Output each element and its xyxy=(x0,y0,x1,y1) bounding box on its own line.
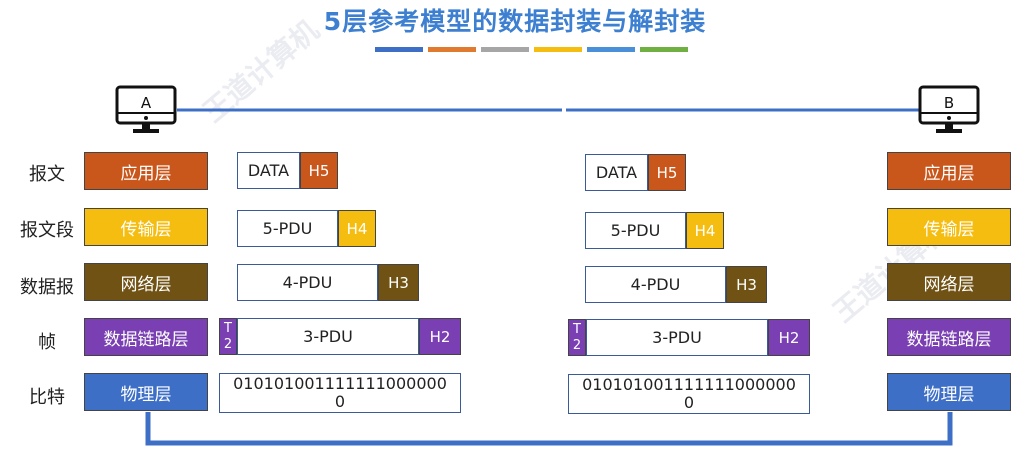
color-bar-1 xyxy=(375,47,423,52)
left-physical-layer: 物理层 xyxy=(84,373,208,411)
receiver-4pdu-box: 4-PDU xyxy=(585,266,726,303)
sender-4pdu-box: 4-PDU xyxy=(237,264,378,301)
right-physical-layer: 物理层 xyxy=(887,373,1011,411)
color-bar-4 xyxy=(534,47,582,52)
right-application-layer: 应用层 xyxy=(887,152,1011,190)
host-a-label: A xyxy=(140,94,152,112)
receiver-5pdu-box: 5-PDU xyxy=(585,212,686,249)
row-label-message: 报文 xyxy=(29,164,65,185)
sender-h2-header: H2 xyxy=(419,318,461,355)
sender-h4-header: H4 xyxy=(338,210,376,247)
sender-data-box: DATA xyxy=(237,152,300,189)
receiver-h4-header: H4 xyxy=(686,212,724,249)
receiver-data-box: DATA xyxy=(585,154,648,191)
left-transport-layer: 传输层 xyxy=(84,208,208,246)
page-title: 5层参考模型的数据封装与解封装 xyxy=(323,7,707,36)
right-transport-layer: 传输层 xyxy=(887,208,1011,246)
receiver-h2-header: H2 xyxy=(768,319,810,356)
receiver-3pdu-box: 3-PDU xyxy=(586,319,768,356)
trailer-letter: T xyxy=(573,321,581,337)
computer-b-icon xyxy=(918,85,980,133)
right-data-link-layer: 数据链路层 xyxy=(887,318,1011,356)
row-label-frame: 帧 xyxy=(38,332,56,353)
left-application-layer: 应用层 xyxy=(84,152,208,190)
sender-5pdu-box: 5-PDU xyxy=(237,210,338,247)
sender-t2-trailer: T 2 xyxy=(219,318,237,355)
computer-a-icon xyxy=(115,85,177,133)
row-label-bits: 比特 xyxy=(29,387,65,408)
left-network-layer: 网络层 xyxy=(84,263,208,301)
color-bar-5 xyxy=(587,47,635,52)
color-bar-3 xyxy=(481,47,529,52)
row-label-segment: 报文段 xyxy=(20,220,74,241)
receiver-h5-header: H5 xyxy=(648,154,686,191)
sender-h5-header: H5 xyxy=(300,152,338,189)
sender-h3-header: H3 xyxy=(378,264,419,301)
trailer-letter: T xyxy=(224,320,232,336)
left-data-link-layer: 数据链路层 xyxy=(84,318,208,356)
color-bar-6 xyxy=(640,47,688,52)
receiver-t2-trailer: T 2 xyxy=(568,319,586,356)
color-bar-2 xyxy=(428,47,476,52)
trailer-digit: 2 xyxy=(223,336,233,352)
host-b-label: B xyxy=(943,94,955,112)
trailer-digit: 2 xyxy=(572,337,582,353)
receiver-bitstream-box: 010101001111111000000 0 xyxy=(568,374,810,414)
sender-bitstream-box: 010101001111111000000 0 xyxy=(219,373,461,413)
sender-3pdu-box: 3-PDU xyxy=(237,318,419,355)
receiver-h3-header: H3 xyxy=(726,266,767,303)
row-label-datagram: 数据报 xyxy=(20,277,74,298)
right-network-layer: 网络层 xyxy=(887,263,1011,301)
